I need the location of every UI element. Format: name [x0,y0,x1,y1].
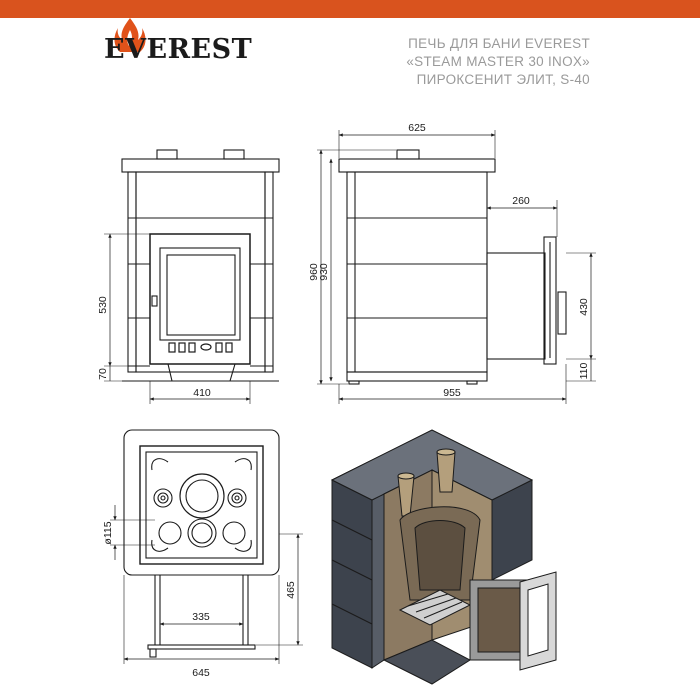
dim-front-width: 410 [193,387,211,399]
dim-side-tunnel-height: 430 [578,298,590,316]
side-view [317,130,596,404]
dim-front-door-height: 530 [97,296,109,314]
dim-side-tunnel-bottom: 110 [578,362,590,379]
dim-side-body-height: 930 [318,263,330,281]
brand-logo: EVEREST [104,18,254,66]
dim-top-tunnel-width: 335 [192,611,210,623]
product-title: ПЕЧЬ ДЛЯ БАНИ EVEREST «STEAM MASTER 30 I… [406,35,590,89]
title-line-2: «STEAM MASTER 30 INOX» [406,54,590,69]
top-view [110,429,303,664]
dim-side-total-width: 955 [443,387,461,399]
cutaway-3d-view [330,429,557,685]
dim-top-width: 645 [192,667,210,679]
flame-icon [114,18,146,52]
dim-side-top-width: 625 [408,122,426,134]
front-view [104,149,280,404]
dim-top-depth: 465 [285,581,297,599]
dim-side-tunnel-length: 260 [512,195,530,207]
dim-top-pipe-diameter: ø115 [102,521,114,544]
dim-side-total-height: 960 [308,263,320,281]
title-line-3: ПИРОКСЕНИТ ЭЛИТ, S-40 [416,72,590,87]
title-line-1: ПЕЧЬ ДЛЯ БАНИ EVEREST [408,36,590,51]
dim-front-leg-height: 70 [97,368,109,380]
top-accent-bar [0,0,700,18]
logo-wordmark: EVEREST [104,34,253,65]
